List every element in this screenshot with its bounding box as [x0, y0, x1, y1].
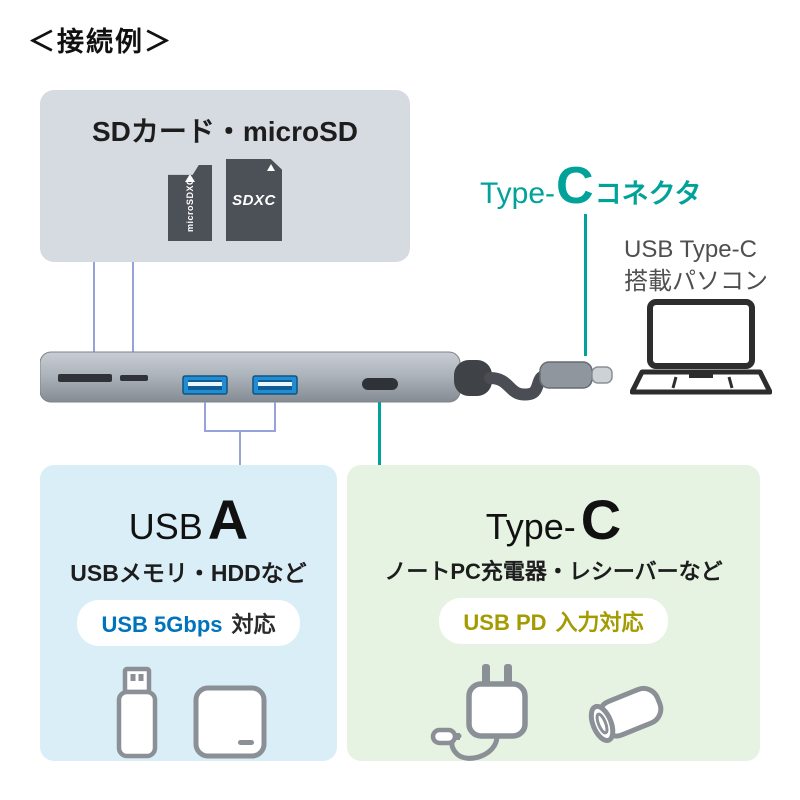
- page-title: ＜接続例＞: [28, 27, 173, 57]
- usb-a-bracket-horizontal: [204, 430, 276, 432]
- type-c-device-icons: [347, 658, 760, 768]
- usb-a-speed-badge: USB 5Gbps 対応: [77, 600, 300, 646]
- usb-memory-icon: [116, 666, 157, 759]
- usb-a-bracket-center: [239, 432, 241, 465]
- type-c-title-big: C: [580, 488, 622, 551]
- laptop-label: USB Type-C 搭載パソコン: [624, 234, 768, 299]
- type-c-panel: Type-C ノートPC充電器・レシーバーなど USB PD 入力対応: [347, 465, 760, 761]
- connector-line-sd-slot: [93, 262, 95, 352]
- usb-cable: [484, 370, 550, 401]
- hdd-icon: [193, 685, 266, 759]
- laptop-icon: [630, 299, 772, 395]
- type-c-connector-callout: Type-Cコネクタ: [480, 156, 702, 216]
- type-c-callout-suffix: コネクタ: [594, 179, 702, 209]
- connector-line-microsd-slot: [132, 262, 134, 352]
- type-c-badge-highlight: USB PD: [463, 610, 547, 635]
- type-c-adapter-icon: [588, 685, 663, 744]
- usb-a-badge-highlight: USB 5Gbps: [101, 612, 223, 637]
- usb-a-panel: USBA USBメモリ・HDDなど USB 5Gbps 対応: [40, 465, 337, 761]
- usb-a-port-1: [182, 375, 228, 395]
- usb-a-device-icons: [40, 666, 337, 760]
- sd-card-label: SDXC: [232, 191, 276, 209]
- usb-a-panel-title: USBA: [40, 487, 337, 552]
- type-c-panel-subtitle: ノートPC充電器・レシーバーなど: [384, 559, 723, 584]
- type-c-pd-badge: USB PD 入力対応: [439, 598, 668, 644]
- usb-a-title-prefix: USB: [128, 506, 203, 547]
- laptop-screen: [647, 299, 755, 369]
- sd-card-slot: [58, 374, 112, 382]
- cable-strain-relief: [454, 360, 492, 396]
- type-c-port-line: [378, 402, 381, 465]
- sd-panel-label: SDカード・microSD: [91, 116, 359, 147]
- usb-a-port-2: [252, 375, 298, 395]
- usb-hub-device: [40, 351, 613, 403]
- microsd-card-slot: [120, 375, 148, 381]
- usb-a-title-big: A: [207, 488, 249, 551]
- laptop-notch: [689, 372, 713, 378]
- sd-card-panel: SDカード・microSD microSDXC SDXC: [40, 90, 410, 262]
- laptop-label-line1: USB Type-C: [624, 236, 757, 263]
- laptop-base-tick: [671, 376, 678, 389]
- ac-charger-icon: [430, 664, 528, 761]
- microsd-arrow-icon: [185, 174, 195, 182]
- laptop-label-line2: 搭載パソコン: [624, 268, 768, 296]
- memory-card-icons: microSDXC SDXC: [168, 159, 282, 241]
- laptop-base: [630, 369, 772, 395]
- microsd-card-icon: microSDXC: [168, 165, 212, 241]
- sd-card-icon: SDXC: [226, 159, 282, 241]
- laptop-base-tick: [727, 376, 734, 389]
- type-c-callout-prefix: Type-: [480, 177, 556, 210]
- type-c-panel-title: Type-C: [347, 487, 760, 552]
- type-c-pointer-line: [584, 214, 587, 356]
- usb-a-badge-rest: 対応: [231, 612, 276, 637]
- type-c-badge-rest: 入力対応: [555, 610, 644, 635]
- usb-a-panel-subtitle: USBメモリ・HDDなど: [70, 560, 307, 586]
- type-c-title-prefix: Type-: [485, 506, 576, 547]
- type-c-plug: [539, 361, 613, 389]
- type-c-port: [362, 378, 398, 390]
- microsd-card-label: microSDXC: [185, 177, 195, 232]
- sd-arrow-icon: [267, 164, 275, 171]
- type-c-callout-big: C: [556, 157, 594, 215]
- usb-a-bracket-right: [274, 402, 276, 432]
- usb-a-bracket-left: [204, 402, 206, 432]
